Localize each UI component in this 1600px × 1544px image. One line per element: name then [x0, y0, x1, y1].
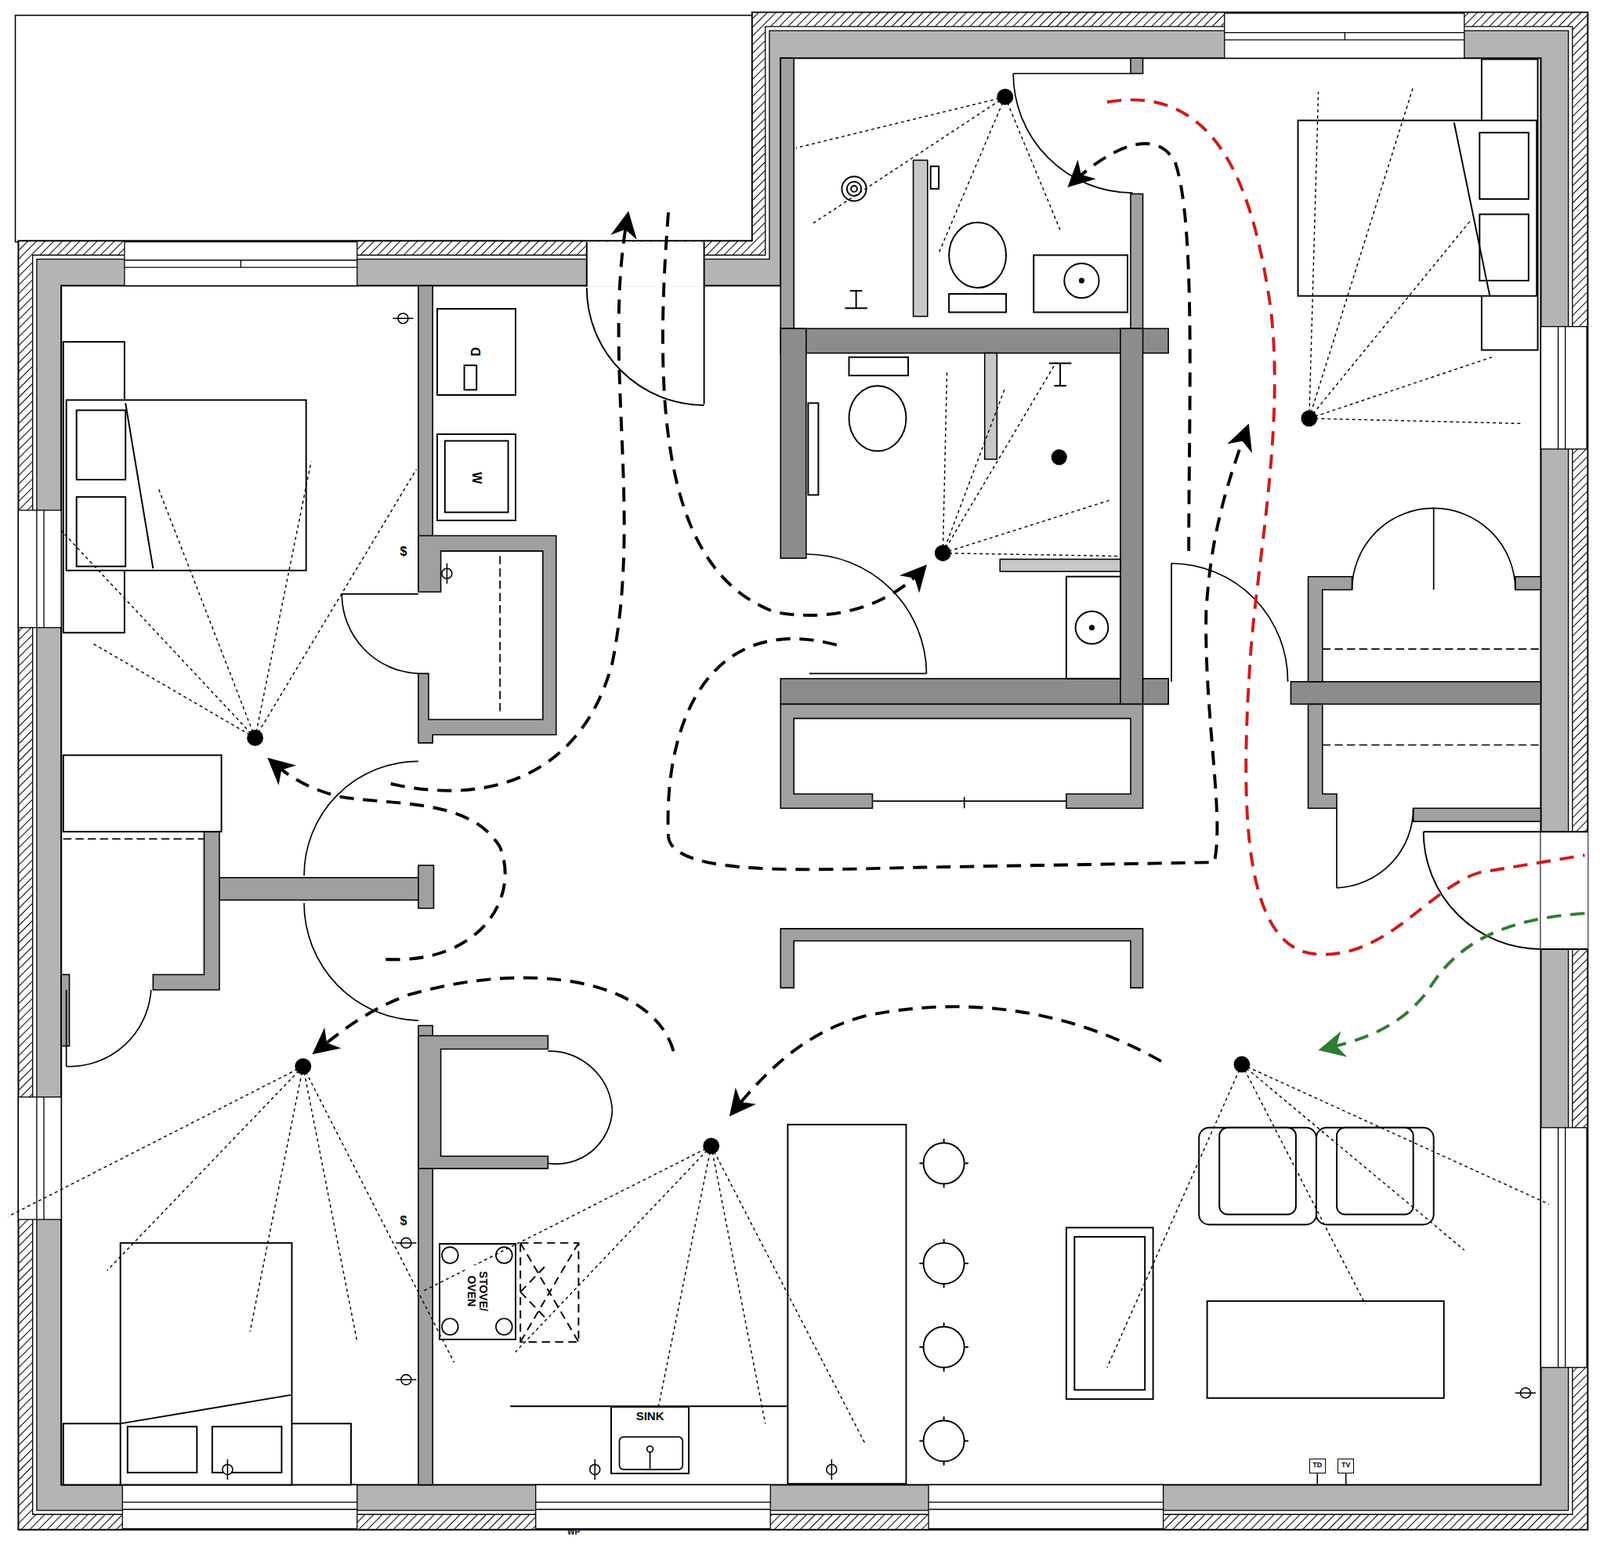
movement-paths	[271, 143, 1247, 1112]
stove-box: STOVE/ OVEN	[438, 1242, 517, 1340]
viewpoint-dots	[246, 88, 1318, 1154]
outlet-label: WP	[567, 1527, 580, 1536]
interior-walls	[61, 57, 1541, 1485]
node-label: SINK	[634, 1409, 667, 1423]
sight-lines	[7, 86, 1549, 1445]
switch-symbol: $	[400, 544, 408, 559]
furniture	[63, 59, 1539, 1485]
dryer-box: D	[436, 307, 517, 396]
node-label: TD	[1312, 1461, 1322, 1470]
sink-basin	[619, 1436, 683, 1470]
entry-doors	[586, 242, 1589, 949]
node-label: TV	[1341, 1461, 1351, 1470]
green-path	[1323, 912, 1585, 1049]
windows	[18, 13, 1587, 1529]
porch-outline	[15, 15, 753, 243]
node-label: D	[469, 345, 484, 359]
red-path	[1107, 99, 1585, 954]
node-label: STOVE/ OVEN	[465, 1265, 490, 1318]
switch-symbol: $	[400, 1213, 408, 1228]
washer-box: W	[436, 433, 517, 522]
tv-outlet-box: TD	[1309, 1458, 1326, 1474]
tv-outlet-box: TV	[1337, 1458, 1354, 1474]
interior-doors	[63, 73, 1542, 1164]
outlets	[222, 313, 1536, 1485]
node-label: W	[469, 470, 484, 486]
stove-burners	[441, 1246, 513, 1335]
exterior-walls	[18, 12, 1588, 1530]
sink-box: SINK	[610, 1405, 691, 1474]
